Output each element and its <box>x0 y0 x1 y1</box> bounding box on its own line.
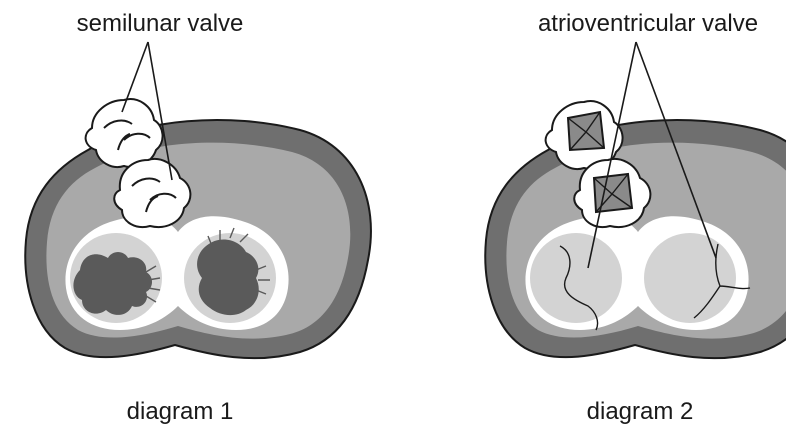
diagram-1-heart <box>25 42 371 358</box>
diagram-2-right-chamber <box>644 233 736 323</box>
diagram-1-left-av-flap <box>73 252 152 315</box>
diagram-1-caption: diagram 1 <box>127 398 234 426</box>
atrioventricular-valve-label: atrioventricular valve <box>538 10 758 38</box>
diagram-2-left-chamber <box>530 233 622 323</box>
diagram-2-caption: diagram 2 <box>587 398 694 426</box>
semilunar-valve-label: semilunar valve <box>77 10 244 38</box>
diagram-2-heart <box>485 42 786 358</box>
